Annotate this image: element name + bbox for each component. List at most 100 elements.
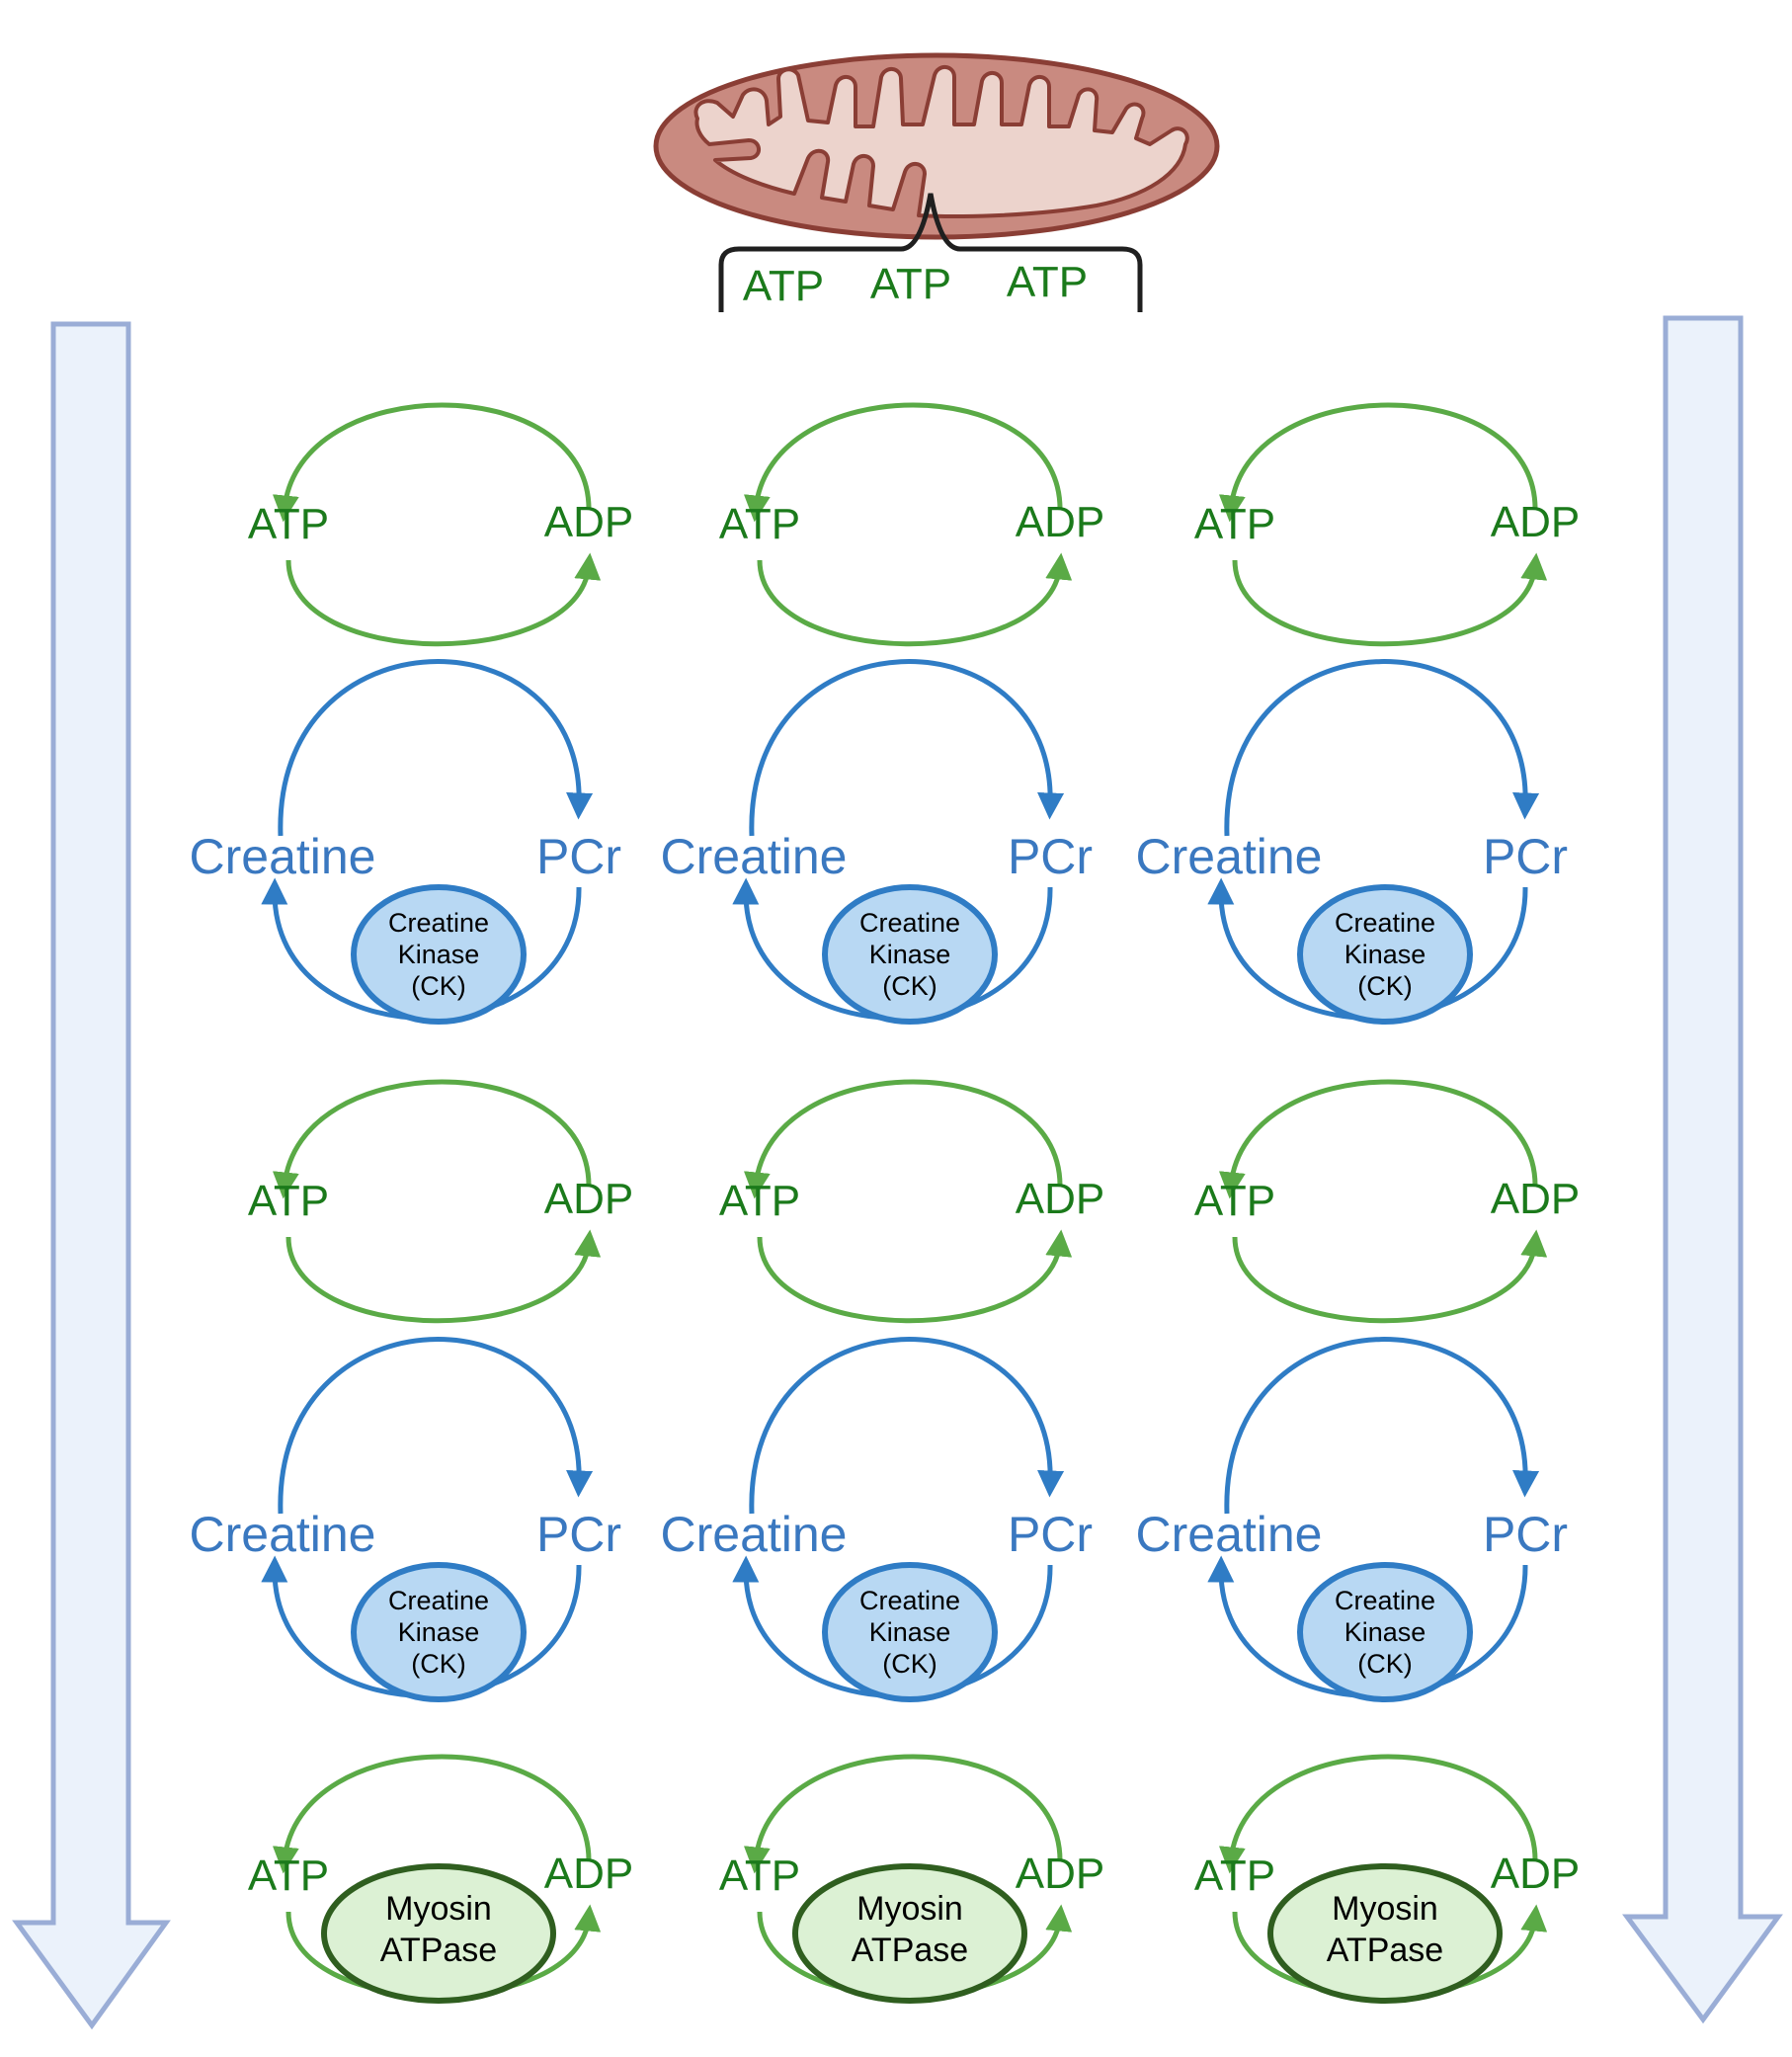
creatine-label: Creatine [1136, 829, 1323, 884]
myosin-atpase-label-line: ATPase [852, 1932, 968, 1969]
atp-regeneration-arrow [272, 1754, 592, 1874]
creatine-kinase-label-line: (CK) [411, 1649, 466, 1679]
enzyme-ellipse [1297, 884, 1473, 1025]
atp-regeneration-arrow [743, 1079, 1063, 1199]
myosin-atpase-label-line: ATPase [1327, 1932, 1443, 1969]
adp-label: ADP [1016, 1850, 1104, 1898]
myosin-atpase-label-line: Myosin [856, 1890, 963, 1928]
enzyme-ellipse [1267, 1863, 1503, 2004]
atp-use-arrow [285, 1229, 602, 1324]
mitochondrion-cristae [693, 65, 1189, 218]
atp-adp-cycle: ATP ADP [248, 402, 633, 647]
creatine-kinase-label-line: Kinase [1344, 1617, 1426, 1647]
pcr-label: PCr [536, 1507, 621, 1562]
atp-label: ATP [719, 1851, 800, 1900]
creatine-label: Creatine [661, 829, 848, 884]
mitochondrion-icon [653, 52, 1220, 240]
atp-adp-cycle: ATP ADP [248, 1079, 633, 1324]
atp-brace [718, 193, 1143, 312]
creatine-kinase-label-line: (CK) [882, 971, 937, 1001]
atp-label: ATP [1194, 1851, 1275, 1900]
creatine-kinase-label-line: Kinase [1344, 940, 1426, 969]
mito-atp-label-1: ATP [743, 262, 824, 310]
atp-regeneration-arrow [272, 1079, 592, 1199]
creatine-kinase-label-line: Creatine [388, 1586, 489, 1615]
myosin-atpase-label-line: Myosin [385, 1890, 492, 1928]
adp-label: ADP [1016, 498, 1104, 546]
myosin-atpase-label-line: Myosin [1332, 1890, 1438, 1928]
creatine-phosphorylation-arrow [749, 659, 1065, 837]
atp-use-arrow [757, 552, 1073, 647]
atp-regeneration-arrow [1218, 402, 1538, 523]
enzyme-ellipse [822, 884, 998, 1025]
creatine-phosphorylation-arrow [278, 659, 594, 837]
adp-label: ADP [1491, 1850, 1580, 1898]
creatine-label: Creatine [190, 1507, 376, 1562]
pcr-label: PCr [1008, 829, 1093, 884]
enzyme-ellipse [351, 884, 527, 1025]
creatine-phosphorylation-arrow [1224, 1337, 1540, 1515]
down-arrow-icon [1622, 315, 1783, 2024]
atp-adp-cycle: ATP ADP [719, 1079, 1104, 1324]
creatine-label: Creatine [190, 829, 376, 884]
atp-regeneration-arrow [1218, 1754, 1538, 1874]
atp-regeneration-arrow [743, 402, 1063, 523]
atp-label: ATP [1194, 500, 1275, 548]
myosin-atpase-label-line: ATPase [380, 1932, 497, 1969]
creatine-kinase-label-line: Kinase [398, 1617, 480, 1647]
creatine-kinase-label-line: Creatine [859, 1586, 960, 1615]
adp-label: ADP [1491, 1175, 1580, 1223]
adp-label: ADP [544, 498, 633, 546]
creatine-phosphorylation-arrow [278, 1337, 594, 1515]
creatine-kinase-label-line: (CK) [882, 1649, 937, 1679]
atp-use-arrow [1232, 1229, 1548, 1324]
adp-label: ADP [1016, 1175, 1104, 1223]
creatine-kinase-label-line: (CK) [1357, 1649, 1413, 1679]
creatine-kinase-label-line: Creatine [859, 908, 960, 938]
atp-label: ATP [248, 1851, 329, 1900]
pcr-label: PCr [1483, 1507, 1568, 1562]
atp-label: ATP [719, 1177, 800, 1225]
adp-label: ADP [544, 1175, 633, 1223]
atp-label: ATP [248, 500, 329, 548]
mito-atp-label-2: ATP [870, 260, 951, 308]
left-down-arrow [12, 321, 171, 2030]
atp-label: ATP [248, 1177, 329, 1225]
pcr-label: PCr [1483, 829, 1568, 884]
creatine-kinase-label-line: Creatine [1335, 1586, 1435, 1615]
pcr-label: PCr [1008, 1507, 1093, 1562]
atp-label: ATP [719, 500, 800, 548]
enzyme-ellipse [351, 1562, 527, 1702]
mito-atp-label-3: ATP [1007, 258, 1088, 306]
atp-regeneration-arrow [743, 1754, 1063, 1874]
creatine-kinase-label-line: (CK) [1357, 971, 1413, 1001]
creatine-kinase-label-line: Creatine [1335, 908, 1435, 938]
atp-use-arrow [757, 1229, 1073, 1324]
down-arrow-icon [12, 321, 171, 2030]
creatine-kinase-label-line: Creatine [388, 908, 489, 938]
enzyme-ellipse [1297, 1562, 1473, 1702]
creatine-label: Creatine [1136, 1507, 1323, 1562]
pcr-label: PCr [536, 829, 621, 884]
atp-regeneration-arrow [1218, 1079, 1538, 1199]
